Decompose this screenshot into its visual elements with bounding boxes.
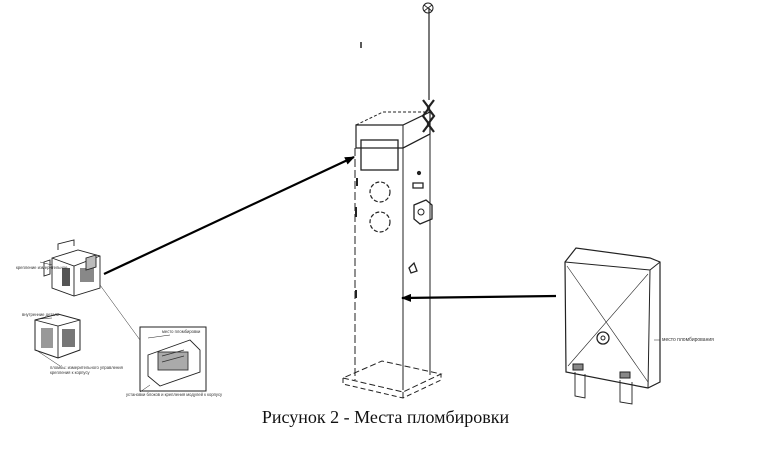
callout-left-top: крепление измерительное [16,265,68,270]
left-assembly-illustration [34,239,207,393]
callout-box-bottom: установки блоков и крепления модулей к к… [126,392,223,397]
callout-right-box: место пломбирования [662,337,714,343]
callout-left-mid: внутренние детали [22,312,60,317]
callout-left-bottom-1: пломбы: измерительного управления [50,365,123,370]
callout-left-bottom-2: крепления к корпусу [50,370,91,375]
arrow-to-display [103,156,355,275]
figure-caption: Рисунок 2 - Места пломбировки [261,407,510,427]
callout-box-top: место пломбировки [162,329,201,334]
right-enclosure-illustration [564,247,661,405]
central-column [341,2,443,399]
arrow-to-column [401,293,557,302]
